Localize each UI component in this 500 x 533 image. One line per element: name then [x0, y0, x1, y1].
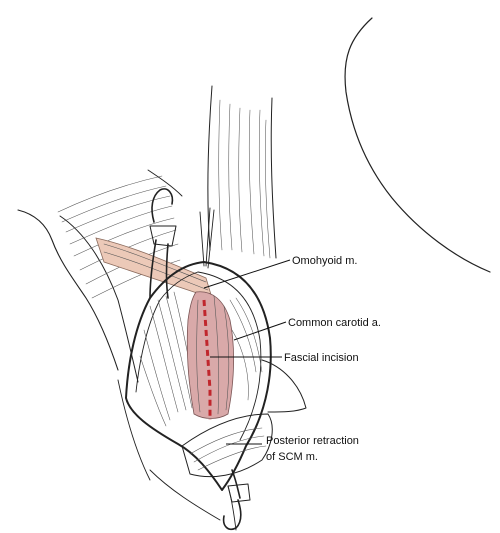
scm-muscle-retracted	[181, 413, 273, 478]
skin-contour-left	[17, 209, 119, 371]
scm-muscle-upper	[207, 85, 277, 259]
wound-edge-inner	[197, 271, 262, 441]
suture-strings	[199, 207, 215, 269]
strap-muscles-left	[57, 169, 183, 299]
leader-carotid	[233, 321, 287, 341]
retractor-upper	[149, 188, 177, 299]
prevertebral-fibers	[139, 291, 199, 427]
label-scm-line1: Posterior retraction	[266, 435, 359, 447]
label-fascial-incision: Fascial incision	[284, 352, 359, 364]
carotid-sheath-fibers	[196, 295, 263, 415]
label-omohyoid: Omohyoid m.	[292, 255, 357, 267]
retractor-lower	[222, 469, 251, 531]
fascial-incision-line	[202, 299, 212, 420]
jaw-contour	[344, 17, 491, 273]
skin-contour-lower	[117, 379, 151, 481]
leader-omohyoid	[203, 259, 291, 289]
label-scm-line2: of SCM m.	[266, 451, 318, 463]
wound-right-flap	[261, 359, 307, 413]
skin-contour-lower-left	[149, 469, 221, 521]
neck-outline-left	[59, 215, 139, 383]
wound-edge-left	[135, 271, 199, 393]
common-carotid-artery	[186, 291, 235, 419]
label-common-carotid: Common carotid a.	[288, 317, 381, 329]
omohyoid-fibers	[103, 243, 209, 291]
